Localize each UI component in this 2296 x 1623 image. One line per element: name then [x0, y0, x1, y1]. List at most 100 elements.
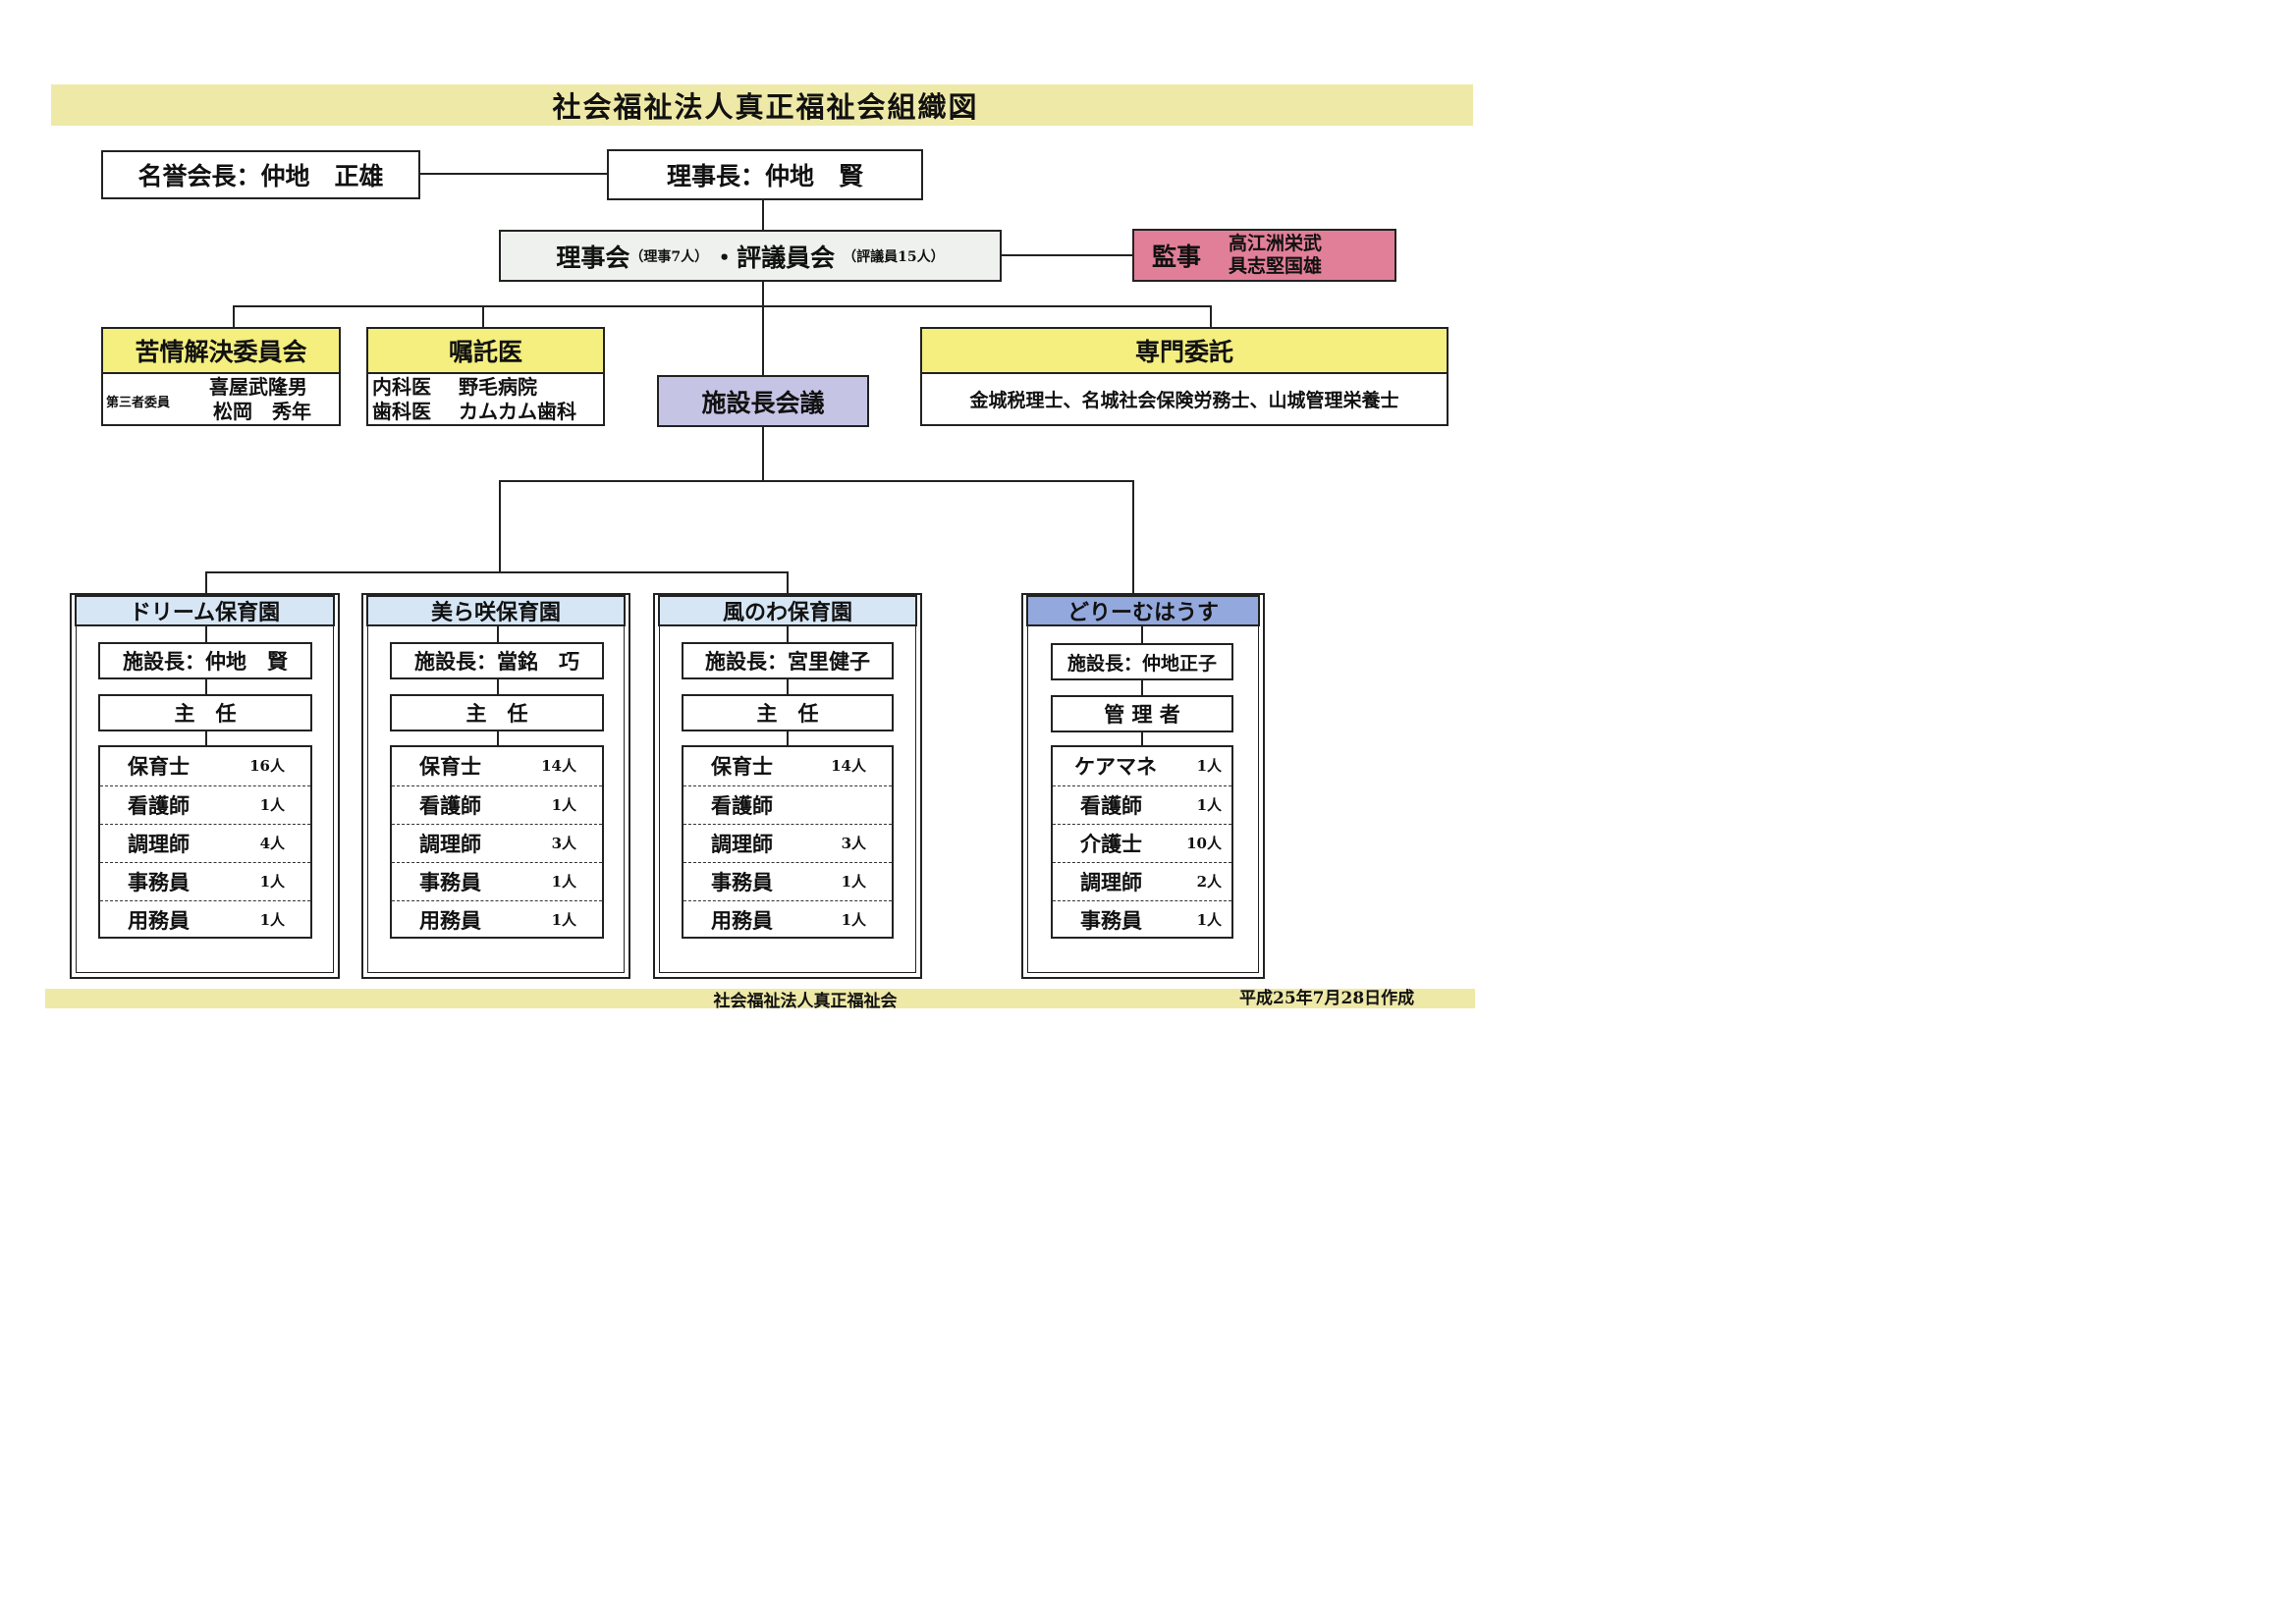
staff-role: 看護師: [1080, 793, 1142, 818]
connector-nursery-1: [205, 571, 207, 595]
staff-role: ケアマネ: [1074, 754, 1157, 779]
board-label: 理事会: [556, 243, 630, 272]
doctor-title: 嘱託医: [368, 329, 603, 374]
complaint-role: 第三者委員: [106, 396, 171, 410]
connector-f1-c: [205, 731, 207, 746]
staff-role: 調理師: [1080, 870, 1142, 894]
board-count: （理事7人）: [629, 248, 709, 265]
staff-count: 1人: [551, 911, 576, 929]
connector-to-care: [1132, 480, 1134, 595]
connector-f3-c: [787, 731, 789, 746]
staff-role: 事務員: [711, 870, 773, 894]
staff-count: 1人: [551, 873, 576, 891]
staff-role: 事務員: [419, 870, 481, 894]
staff-count: 16人: [249, 757, 285, 775]
doctor-name-2: カムカム歯科: [459, 400, 576, 423]
complaint-member-2: 松岡 秀年: [213, 400, 311, 423]
doctor-name-1: 野毛病院: [459, 375, 537, 399]
footer-date: 平成25年7月28日作成: [1239, 989, 1415, 1008]
connector-f2-b: [497, 679, 499, 695]
staff-row: 看護師 1人: [1053, 785, 1231, 824]
facility-name-2: 美ら咲保育園: [366, 595, 626, 626]
staff-row: 用務員 1人: [683, 900, 892, 939]
staff-count: 3人: [841, 835, 866, 852]
connector-f4-a: [1141, 626, 1143, 644]
manager-box-4: 管 理 者: [1051, 695, 1233, 732]
staff-count: 1人: [1196, 796, 1222, 814]
staff-role: 保育士: [419, 754, 481, 779]
connector-board-down: [762, 281, 764, 375]
staff-row: 看護師 1人: [392, 785, 602, 824]
auditor-box: 監事 高江洲栄武 具志堅国雄: [1132, 229, 1396, 282]
director-box-1: 施設長：仲地 賢: [98, 642, 312, 679]
connector-nursery-3: [787, 571, 789, 595]
staff-role: 事務員: [128, 870, 190, 894]
honorary-chairman-box: 名誉会長：仲地 正雄: [101, 150, 420, 199]
manager-box-1: 主 任: [98, 694, 312, 731]
director-box-2: 施設長：當銘 巧: [390, 642, 604, 679]
footer-org: 社会福祉法人真正福祉会: [713, 991, 898, 1011]
connector-f2-c: [497, 731, 499, 746]
connector-to-specialist: [1210, 305, 1212, 327]
manager-box-2: 主 任: [390, 694, 604, 731]
staff-count: 14人: [831, 757, 866, 775]
staff-count: 1人: [841, 911, 866, 929]
board-box: 理事会 （理事7人） ・評議員会 （評議員15人）: [499, 230, 1002, 282]
staff-count: 1人: [259, 796, 285, 814]
staff-role: 看護師: [419, 793, 481, 818]
staff-count: 14人: [541, 757, 576, 775]
facility-name-3: 風のわ保育園: [658, 595, 917, 626]
manager-box-3: 主 任: [682, 694, 894, 731]
chairman-box: 理事長：仲地 賢: [607, 149, 923, 200]
connector-to-nurseries: [499, 480, 501, 573]
footer-band: [45, 989, 1475, 1008]
staff-count: 3人: [551, 835, 576, 852]
staff-role: 調理師: [128, 832, 190, 856]
title-band: [51, 84, 1473, 126]
staff-role: 看護師: [711, 793, 773, 818]
staff-row: 保育士 14人: [392, 747, 602, 785]
staff-count: 1人: [551, 796, 576, 814]
staff-role: 看護師: [128, 793, 190, 818]
connector-f2-a: [497, 626, 499, 643]
staff-count: 1人: [1196, 757, 1222, 775]
staff-row: 看護師: [683, 785, 892, 824]
staff-count: 2人: [1196, 873, 1222, 891]
staff-count: 1人: [259, 911, 285, 929]
complaint-committee-box: 苦情解決委員会 第三者委員 喜屋武隆男 松岡 秀年: [101, 327, 341, 426]
staff-role: 用務員: [711, 908, 773, 933]
connector-f1-a: [205, 626, 207, 643]
staff-row: 調理師 2人: [1053, 862, 1231, 900]
auditor-label: 監事: [1151, 243, 1201, 271]
facility-name-1: ドリーム保育園: [75, 595, 335, 626]
staff-count: 10人: [1186, 835, 1222, 852]
council-count: （評議員15人）: [843, 248, 945, 265]
connector-f1-b: [205, 679, 207, 695]
connector-chair-board: [762, 199, 764, 230]
doctor-dept-2: 歯科医: [372, 400, 431, 423]
director-box-3: 施設長：宮里健子: [682, 642, 894, 679]
facility-name-4: どりーむはうす: [1026, 595, 1260, 626]
staff-count: 4人: [259, 835, 285, 852]
complaint-member-1: 喜屋武隆男: [209, 375, 307, 399]
connector-committee-bar: [233, 305, 1212, 307]
connector-honorary-chair: [419, 173, 608, 175]
specialist-title: 専門委託: [922, 329, 1447, 374]
auditor-name-2: 具志堅国雄: [1229, 255, 1323, 277]
directors-meeting-box: 施設長会議: [657, 375, 869, 427]
connector-facility-bar: [499, 480, 1134, 482]
staff-row: 看護師 1人: [100, 785, 310, 824]
council-label: ・評議員会: [712, 243, 836, 272]
connector-f4-b: [1141, 680, 1143, 696]
staff-role: 保育士: [711, 754, 773, 779]
specialist-box: 専門委託 金城税理士、名城社会保険労務士、山城管理栄養士: [920, 327, 1449, 426]
staff-row: 保育士 14人: [683, 747, 892, 785]
